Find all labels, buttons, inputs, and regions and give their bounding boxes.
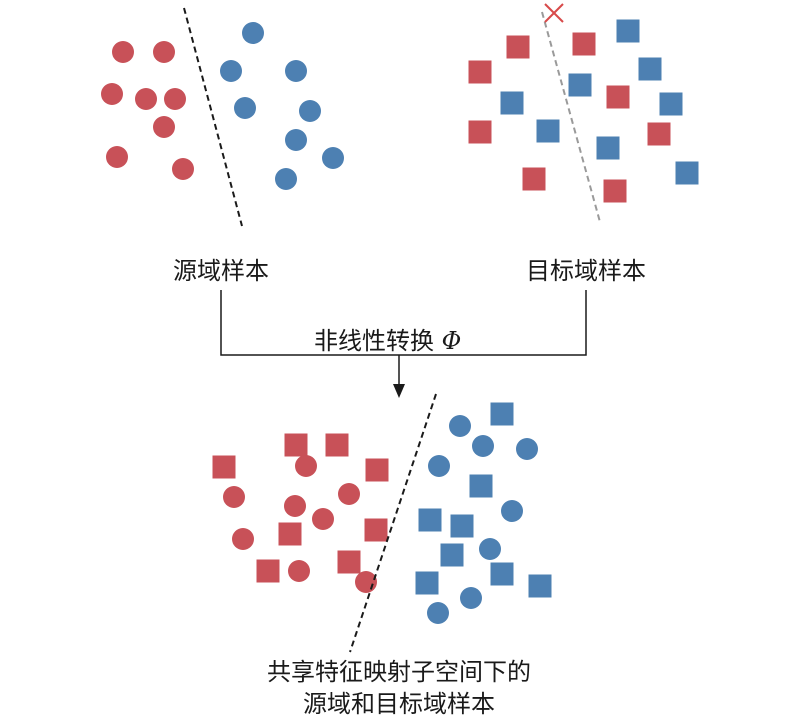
target-blue-sample xyxy=(596,136,620,160)
shared-red-square-sample xyxy=(256,559,280,583)
target-blue-sample xyxy=(659,92,683,116)
target-red-sample xyxy=(603,179,627,203)
shared-red-circle-sample xyxy=(232,528,254,550)
target-blue-sample xyxy=(536,119,560,143)
shared-red-circle-sample xyxy=(288,560,310,582)
source-red-sample xyxy=(106,146,128,168)
source-red-sample xyxy=(153,41,175,63)
shared-space-label-line1: 共享特征映射子空间下的 xyxy=(267,658,531,686)
shared-blue-circle-sample xyxy=(501,500,523,522)
source-red-sample xyxy=(164,88,186,110)
target-red-sample xyxy=(468,120,492,144)
shared-red-circle-sample xyxy=(295,455,317,477)
shared-red-square-sample xyxy=(364,518,388,542)
shared-red-square-sample xyxy=(365,458,389,482)
shared-blue-circle-sample xyxy=(428,455,450,477)
source-red-sample xyxy=(172,158,194,180)
target-decision-boundary xyxy=(541,11,601,223)
source-blue-sample xyxy=(220,60,242,82)
source-blue-sample xyxy=(285,60,307,82)
shared-blue-square-sample xyxy=(418,508,442,532)
shared-red-circle-sample xyxy=(338,483,360,505)
source-red-sample xyxy=(153,116,175,138)
shared-red-circle-sample xyxy=(284,495,306,517)
target-red-sample xyxy=(572,32,596,56)
target-red-sample xyxy=(522,167,546,191)
shared-blue-square-sample xyxy=(490,562,514,586)
shared-red-square-sample xyxy=(212,455,236,479)
shared-blue-square-sample xyxy=(450,514,474,538)
shared-blue-circle-sample xyxy=(472,435,494,457)
target-blue-sample xyxy=(616,19,640,43)
shared-blue-square-sample xyxy=(469,474,493,498)
shared-blue-square-sample xyxy=(415,571,439,595)
target-red-sample xyxy=(606,85,630,109)
source-red-sample xyxy=(112,41,134,63)
shared-red-circle-sample xyxy=(355,571,377,593)
target-red-sample xyxy=(468,60,492,84)
shared-blue-circle-sample xyxy=(449,415,471,437)
target-blue-sample xyxy=(568,73,592,97)
target-blue-sample xyxy=(675,161,699,185)
shared-space-label-line2: 源域和目标域样本 xyxy=(303,690,495,718)
shared-blue-square-sample xyxy=(490,402,514,426)
source-red-sample xyxy=(135,88,157,110)
source-red-sample xyxy=(101,83,123,105)
down-arrow-icon xyxy=(393,384,405,398)
phi-symbol: Φ xyxy=(441,327,462,355)
shared-red-square-sample xyxy=(284,433,308,457)
shared-red-circle-sample xyxy=(312,508,334,530)
shared-blue-circle-sample xyxy=(516,438,538,460)
transform-connector xyxy=(220,290,587,356)
target-red-sample xyxy=(506,35,530,59)
shared-decision-boundary xyxy=(349,393,437,653)
source-blue-sample xyxy=(322,147,344,169)
source-domain-label: 源域样本 xyxy=(173,257,269,285)
shared-blue-circle-sample xyxy=(479,538,501,560)
source-blue-sample xyxy=(242,22,264,44)
source-blue-sample xyxy=(285,129,307,151)
shared-blue-circle-sample xyxy=(460,587,482,609)
source-blue-sample xyxy=(275,168,297,190)
shared-red-circle-sample xyxy=(223,486,245,508)
shared-red-square-sample xyxy=(337,550,361,574)
shared-red-square-sample xyxy=(325,433,349,457)
source-decision-boundary xyxy=(183,7,243,227)
transform-label: 非线性转换 xyxy=(314,327,434,355)
target-blue-sample xyxy=(638,57,662,81)
source-blue-sample xyxy=(299,100,321,122)
transform-caption: 非线性转换 Φ xyxy=(314,329,461,353)
target-domain-label: 目标域样本 xyxy=(526,257,646,285)
source-blue-sample xyxy=(234,97,256,119)
shared-blue-circle-sample xyxy=(427,602,449,624)
x-mark-icon xyxy=(544,3,564,23)
shared-red-square-sample xyxy=(278,522,302,546)
target-red-sample xyxy=(647,122,671,146)
target-blue-sample xyxy=(500,91,524,115)
shared-blue-square-sample xyxy=(528,574,552,598)
shared-blue-square-sample xyxy=(440,543,464,567)
